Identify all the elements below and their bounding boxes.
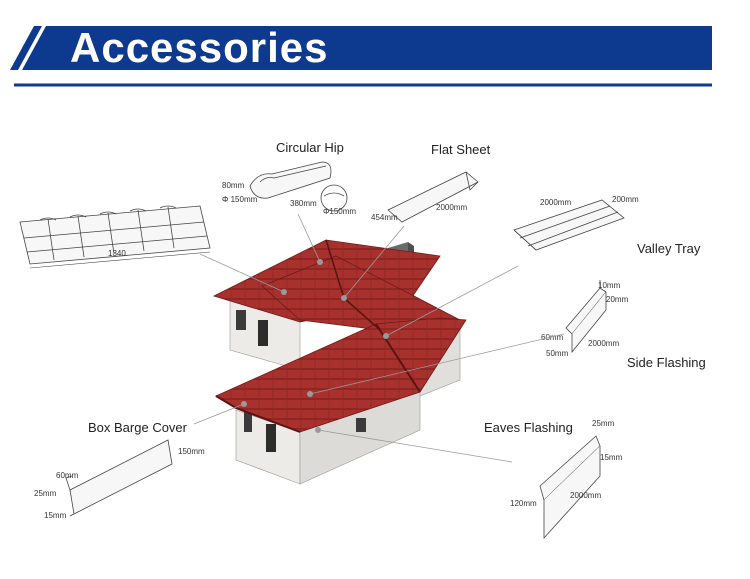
dim-box-25: 25mm [34,489,57,498]
eaves-flashing-part [539,435,601,540]
page-title: Accessories [70,24,329,71]
banner-fill [22,26,712,70]
label-box-barge-cover: Box Barge Cover [88,420,187,435]
dim-side-20: 20mm [606,295,629,304]
dim-hip-circle: Φ150mm [323,207,356,216]
dim-eaves-2000: 2000mm [570,491,601,500]
box-barge-cover-part [65,439,173,517]
label-eaves-flashing: Eaves Flashing [484,420,573,435]
valley-tray-part [513,199,625,251]
dim-side-2000: 2000mm [588,339,619,348]
leader-lines [193,213,565,463]
dim-flat-2000: 2000mm [436,203,467,212]
dim-side-10: 10mm [598,281,621,290]
circular-hip-part [249,161,348,212]
roof-tile-sheet [19,205,211,269]
side-flashing-part [565,280,607,354]
label-flat-sheet: Flat Sheet [431,142,491,157]
dim-tile-1340: 1340 [108,249,126,258]
dim-hip-80: 80mm [222,181,245,190]
dim-flat-454: 454mm [371,213,398,222]
label-side-flashing: Side Flashing [627,355,706,370]
label-valley-tray: Valley Tray [637,241,701,256]
banner-stripe [10,26,42,70]
dim-valley-2000: 2000mm [540,198,571,207]
house-illustration [212,239,467,485]
flat-sheet-part [387,171,479,223]
dim-eaves-25: 25mm [592,419,615,428]
dim-valley-200: 200mm [612,195,639,204]
dim-box-15: 15mm [44,511,67,520]
dim-eaves-15: 15mm [600,453,623,462]
dim-eaves-120: 120mm [510,499,537,508]
label-circular-hip: Circular Hip [276,140,344,155]
dim-side-50: 50mm [546,349,569,358]
dim-side-60: 60mm [541,333,564,342]
leader-dots [241,259,389,433]
dim-hip-380: 380mm [290,199,317,208]
dim-box-60: 60mm [56,471,79,480]
dim-hip-phi150: Φ 150mm [222,195,258,204]
header-banner [8,20,712,87]
dim-box-150: 150mm [178,447,205,456]
